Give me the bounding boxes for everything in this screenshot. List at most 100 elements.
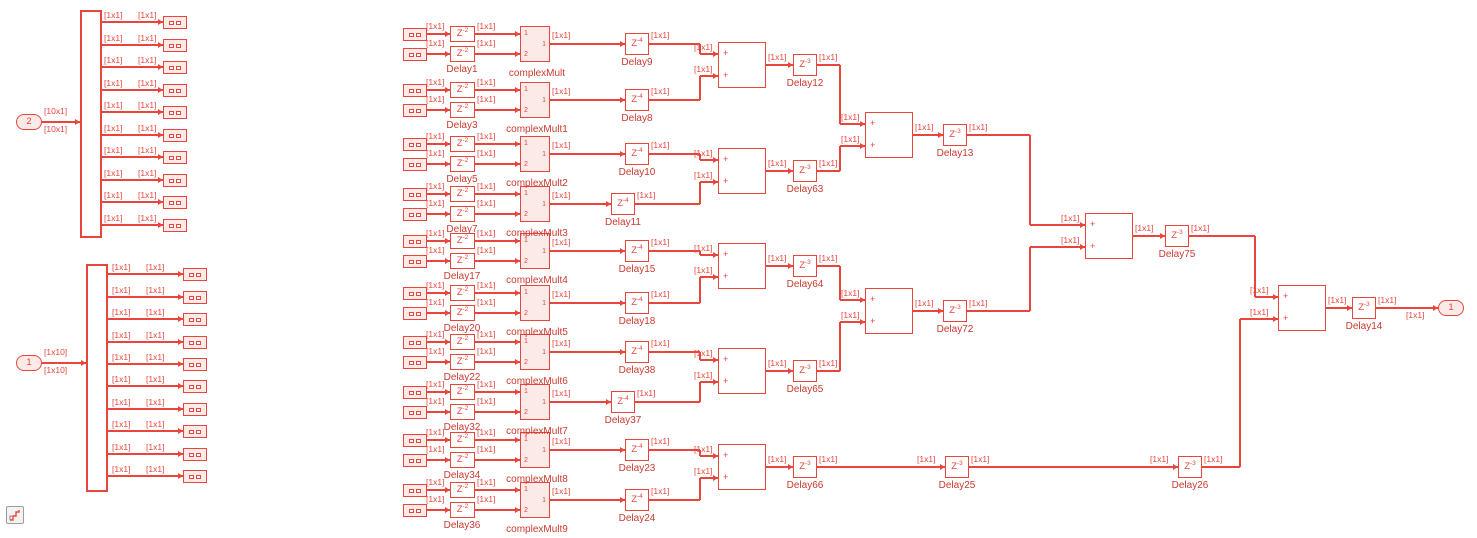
signal-wire[interactable]	[967, 134, 1030, 136]
signal-wire[interactable]	[427, 459, 450, 461]
goto-tag-block[interactable]	[183, 268, 207, 281]
from-tag-block[interactable]	[403, 406, 427, 419]
signal-wire[interactable]	[699, 182, 701, 204]
goto-tag-block[interactable]	[163, 219, 187, 232]
signal-wire[interactable]	[649, 449, 700, 451]
delay-block-Delay3-b[interactable]: Z-2	[450, 102, 475, 118]
from-tag-block[interactable]	[403, 504, 427, 517]
signal-wire[interactable]	[427, 439, 450, 441]
signal-wire[interactable]	[913, 310, 943, 312]
from-tag-block[interactable]	[403, 356, 427, 369]
signal-wire[interactable]	[550, 99, 625, 101]
delay-block-Delay36-a[interactable]: Z-2	[450, 482, 475, 498]
signal-wire[interactable]	[839, 65, 841, 124]
signal-wire[interactable]	[475, 143, 520, 145]
signal-wire[interactable]	[649, 499, 700, 501]
signal-wire[interactable]	[475, 361, 520, 363]
signal-wire[interactable]	[427, 240, 450, 242]
signal-wire[interactable]	[1030, 246, 1085, 248]
sample-time-legend-button[interactable]	[6, 506, 24, 524]
signal-wire[interactable]	[102, 66, 163, 68]
goto-tag-block[interactable]	[163, 196, 187, 209]
signal-wire[interactable]	[475, 489, 520, 491]
from-tag-block[interactable]	[403, 48, 427, 61]
signal-wire[interactable]	[840, 123, 865, 125]
signal-wire[interactable]	[550, 203, 611, 205]
signal-wire[interactable]	[108, 385, 183, 387]
sum-block-stage1-0[interactable]: ++	[718, 42, 766, 88]
signal-wire[interactable]	[108, 430, 183, 432]
signal-wire[interactable]	[475, 89, 520, 91]
signal-wire[interactable]	[699, 450, 701, 456]
delay-block-Delay17-a[interactable]: Z-2	[450, 233, 475, 249]
signal-wire[interactable]	[427, 33, 450, 35]
demux-block-bottom[interactable]	[86, 264, 108, 492]
signal-wire[interactable]	[550, 351, 625, 353]
signal-wire[interactable]	[550, 43, 625, 45]
sum-block-stage2-0[interactable]: ++	[865, 112, 913, 158]
signal-wire[interactable]	[108, 475, 183, 477]
delay-block-Delay63[interactable]: Z-3	[793, 160, 817, 182]
goto-tag-block[interactable]	[163, 61, 187, 74]
signal-wire[interactable]	[766, 370, 793, 372]
goto-tag-block[interactable]	[163, 16, 187, 29]
signal-wire[interactable]	[1239, 319, 1241, 467]
signal-wire[interactable]	[102, 111, 163, 113]
signal-wire[interactable]	[649, 153, 700, 155]
from-tag-block[interactable]	[403, 84, 427, 97]
signal-wire[interactable]	[427, 509, 450, 511]
delay-block-Delay5-b[interactable]: Z-2	[450, 156, 475, 172]
goto-tag-block[interactable]	[163, 106, 187, 119]
delay-block-Delay9[interactable]: Z-4	[625, 33, 649, 55]
signal-wire[interactable]	[1030, 224, 1085, 226]
from-tag-block[interactable]	[403, 208, 427, 221]
goto-tag-block[interactable]	[163, 174, 187, 187]
signal-wire[interactable]	[649, 351, 700, 353]
signal-wire[interactable]	[839, 322, 841, 371]
delay-block-Delay38[interactable]: Z-4	[625, 341, 649, 363]
signal-wire[interactable]	[817, 265, 840, 267]
signal-wire[interactable]	[427, 213, 450, 215]
signal-wire[interactable]	[108, 341, 183, 343]
delay-block-Delay12[interactable]: Z-3	[793, 54, 817, 76]
delay-block-Delay32-a[interactable]: Z-2	[450, 384, 475, 400]
from-tag-block[interactable]	[403, 255, 427, 268]
delay-block-Delay36-b[interactable]: Z-2	[450, 502, 475, 518]
signal-wire[interactable]	[766, 466, 793, 468]
signal-wire[interactable]	[427, 391, 450, 393]
signal-wire[interactable]	[102, 21, 163, 23]
signal-wire[interactable]	[1255, 296, 1278, 298]
delay-block-Delay5-a[interactable]: Z-2	[450, 136, 475, 152]
signal-wire[interactable]	[550, 153, 625, 155]
from-tag-block[interactable]	[403, 104, 427, 117]
delay-block-Delay66[interactable]: Z-3	[793, 456, 817, 478]
signal-wire[interactable]	[817, 170, 840, 172]
delay-block-Delay25[interactable]: Z-3	[945, 456, 969, 478]
signal-wire[interactable]	[550, 449, 625, 451]
signal-wire[interactable]	[817, 64, 840, 66]
signal-wire[interactable]	[699, 352, 701, 360]
goto-tag-block[interactable]	[183, 358, 207, 371]
signal-wire[interactable]	[427, 411, 450, 413]
signal-wire[interactable]	[635, 401, 700, 403]
signal-wire[interactable]	[475, 53, 520, 55]
signal-wire[interactable]	[766, 265, 793, 267]
signal-wire[interactable]	[1376, 307, 1438, 309]
signal-wire[interactable]	[427, 292, 450, 294]
signal-wire[interactable]	[699, 277, 701, 303]
signal-wire[interactable]	[817, 466, 945, 468]
delay-block-Delay20-b[interactable]: Z-2	[450, 305, 475, 321]
delay-block-Delay20-a[interactable]: Z-2	[450, 285, 475, 301]
goto-tag-block[interactable]	[183, 313, 207, 326]
delay-block-Delay65[interactable]: Z-3	[793, 360, 817, 382]
goto-tag-block[interactable]	[183, 291, 207, 304]
signal-wire[interactable]	[108, 363, 183, 365]
outport-1[interactable]: 1	[1438, 300, 1464, 316]
delay-block-Delay34-b[interactable]: Z-2	[450, 452, 475, 468]
